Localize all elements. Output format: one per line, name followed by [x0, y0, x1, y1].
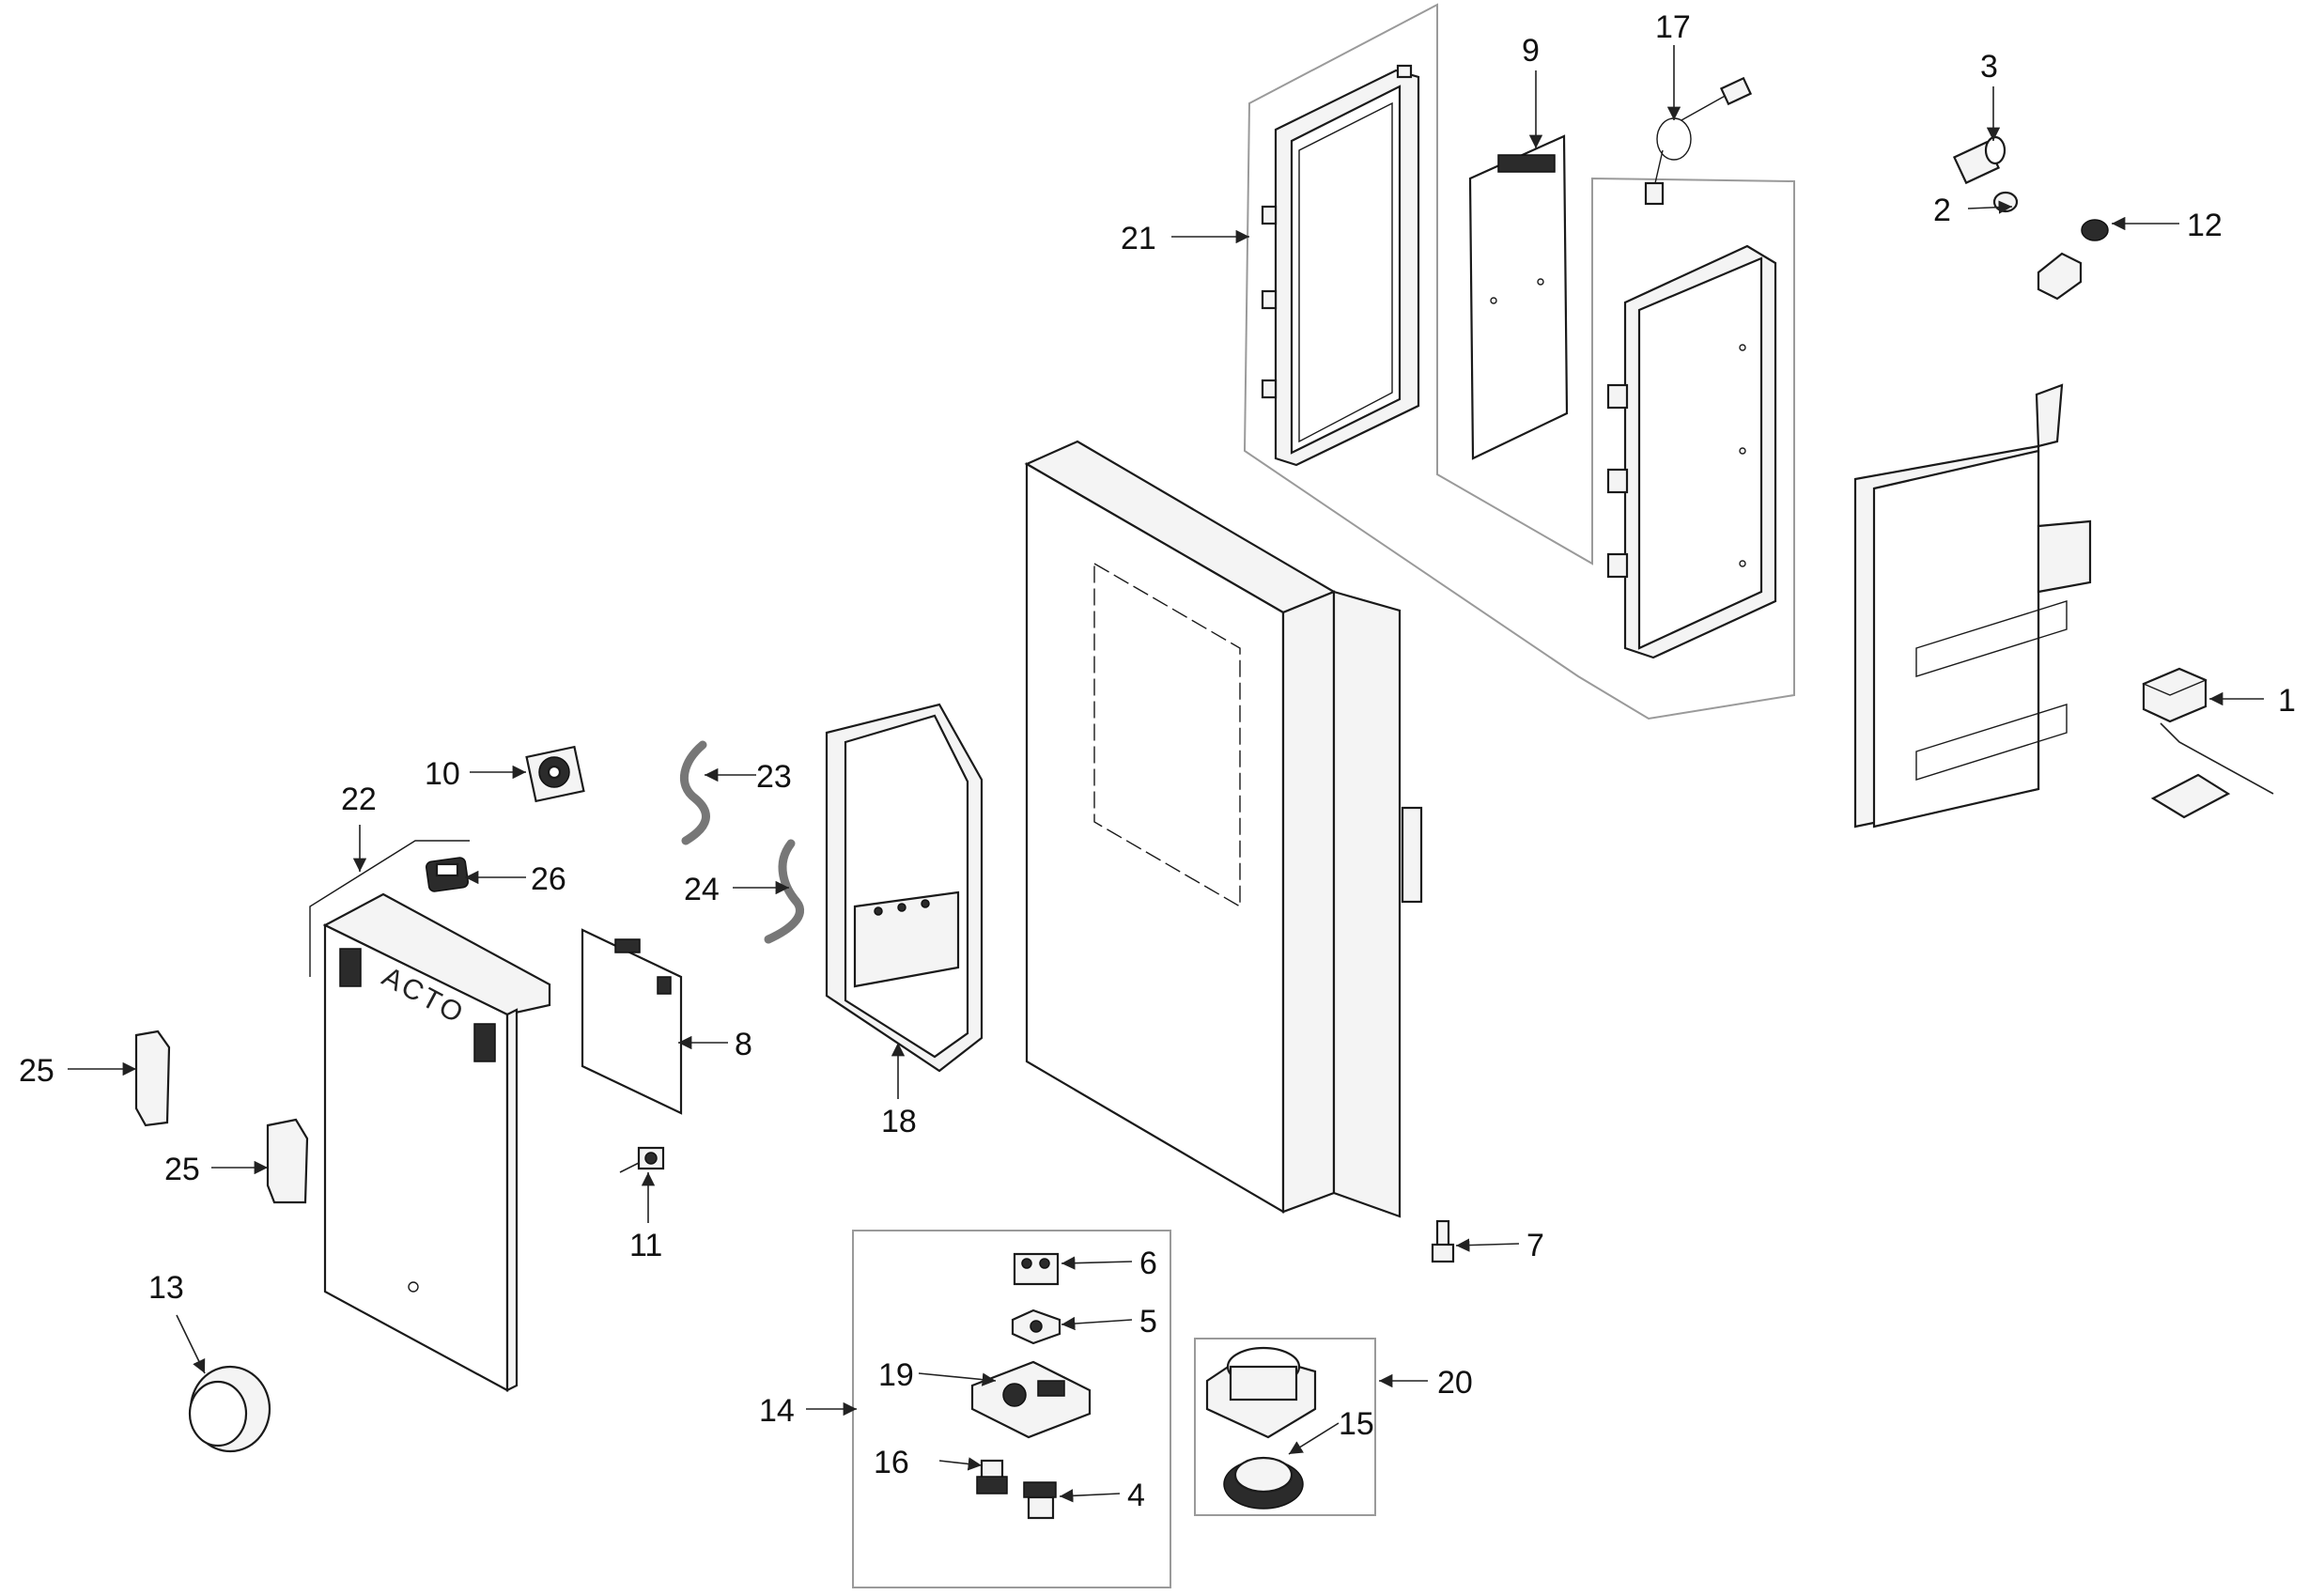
part-5-mount — [1011, 1309, 1061, 1345]
part-1-relay — [2142, 667, 2274, 819]
callout-11: 11 — [629, 1228, 662, 1263]
callout-1: 1 — [2278, 683, 2296, 719]
callout-16: 16 — [874, 1445, 909, 1480]
callout-5: 5 — [1139, 1304, 1157, 1339]
part-26-connector — [426, 857, 469, 892]
callout-18: 18 — [881, 1104, 917, 1139]
part-11-switch — [619, 1146, 665, 1173]
callout-7: 7 — [1526, 1228, 1544, 1263]
part-17-usb-cable — [1644, 76, 1753, 206]
part-16-connector — [976, 1459, 1008, 1494]
part-25-label-lower — [266, 1118, 309, 1204]
callout-24: 24 — [684, 872, 720, 907]
callout-20: 20 — [1437, 1365, 1473, 1401]
callout-2: 2 — [1933, 193, 1951, 228]
part-15-plug-base — [1223, 1456, 1304, 1510]
part-12-nut — [2081, 219, 2109, 241]
callout-25-lower: 25 — [164, 1152, 200, 1187]
callout-26: 26 — [531, 861, 566, 897]
callout-8: 8 — [735, 1027, 752, 1062]
leader-lines — [68, 45, 2264, 1503]
frame-plug-group-20 — [1194, 1338, 1376, 1516]
callout-14: 14 — [759, 1393, 795, 1429]
part-9-circuit-board — [1468, 134, 1569, 460]
part-23-cable — [680, 740, 710, 845]
callout-21: 21 — [1121, 221, 1156, 256]
callout-25-upper: 25 — [19, 1053, 54, 1089]
part-21-frame — [1261, 64, 1420, 467]
callout-6: 6 — [1139, 1246, 1157, 1281]
callout-15: 15 — [1339, 1406, 1374, 1442]
callout-17: 17 — [1655, 9, 1691, 45]
callout-23: 23 — [756, 759, 792, 795]
part-display-housing — [1606, 244, 1777, 659]
callout-10: 10 — [425, 756, 460, 792]
part-19-socket-plate — [970, 1360, 1092, 1439]
part-20-plug-housing — [1205, 1346, 1317, 1439]
part-25-label-upper — [134, 1030, 171, 1127]
part-3-lock-cylinder — [1952, 135, 2006, 185]
part-4-fitting — [1023, 1481, 1057, 1520]
callout-12: 12 — [2187, 208, 2223, 243]
part-18-inner-housing — [825, 703, 984, 1073]
callout-4: 4 — [1127, 1478, 1145, 1513]
part-7-pin — [1431, 1219, 1455, 1263]
part-10-fan — [525, 745, 585, 803]
part-8-cover-board — [581, 928, 683, 1115]
part-lock-bracket — [2037, 252, 2083, 301]
part-2-nut — [1992, 191, 2019, 213]
frame-display-group — [1243, 3, 1795, 720]
callout-19: 19 — [878, 1357, 914, 1393]
part-6-terminal-block — [1013, 1252, 1060, 1286]
callout-9: 9 — [1522, 33, 1540, 69]
part-22-front-cover: ACTO — [309, 840, 551, 1392]
callout-13: 13 — [148, 1270, 184, 1306]
part-13-knob — [188, 1365, 271, 1453]
callout-labels: 1 2 3 4 5 6 7 8 9 10 11 12 13 14 15 16 1… — [19, 9, 2296, 1513]
part-24-cable — [764, 839, 805, 944]
part-rear-bracket — [1853, 383, 2092, 828]
callout-22: 22 — [341, 782, 377, 817]
callout-3: 3 — [1980, 49, 1998, 85]
part-main-enclosure — [1024, 440, 1423, 1218]
